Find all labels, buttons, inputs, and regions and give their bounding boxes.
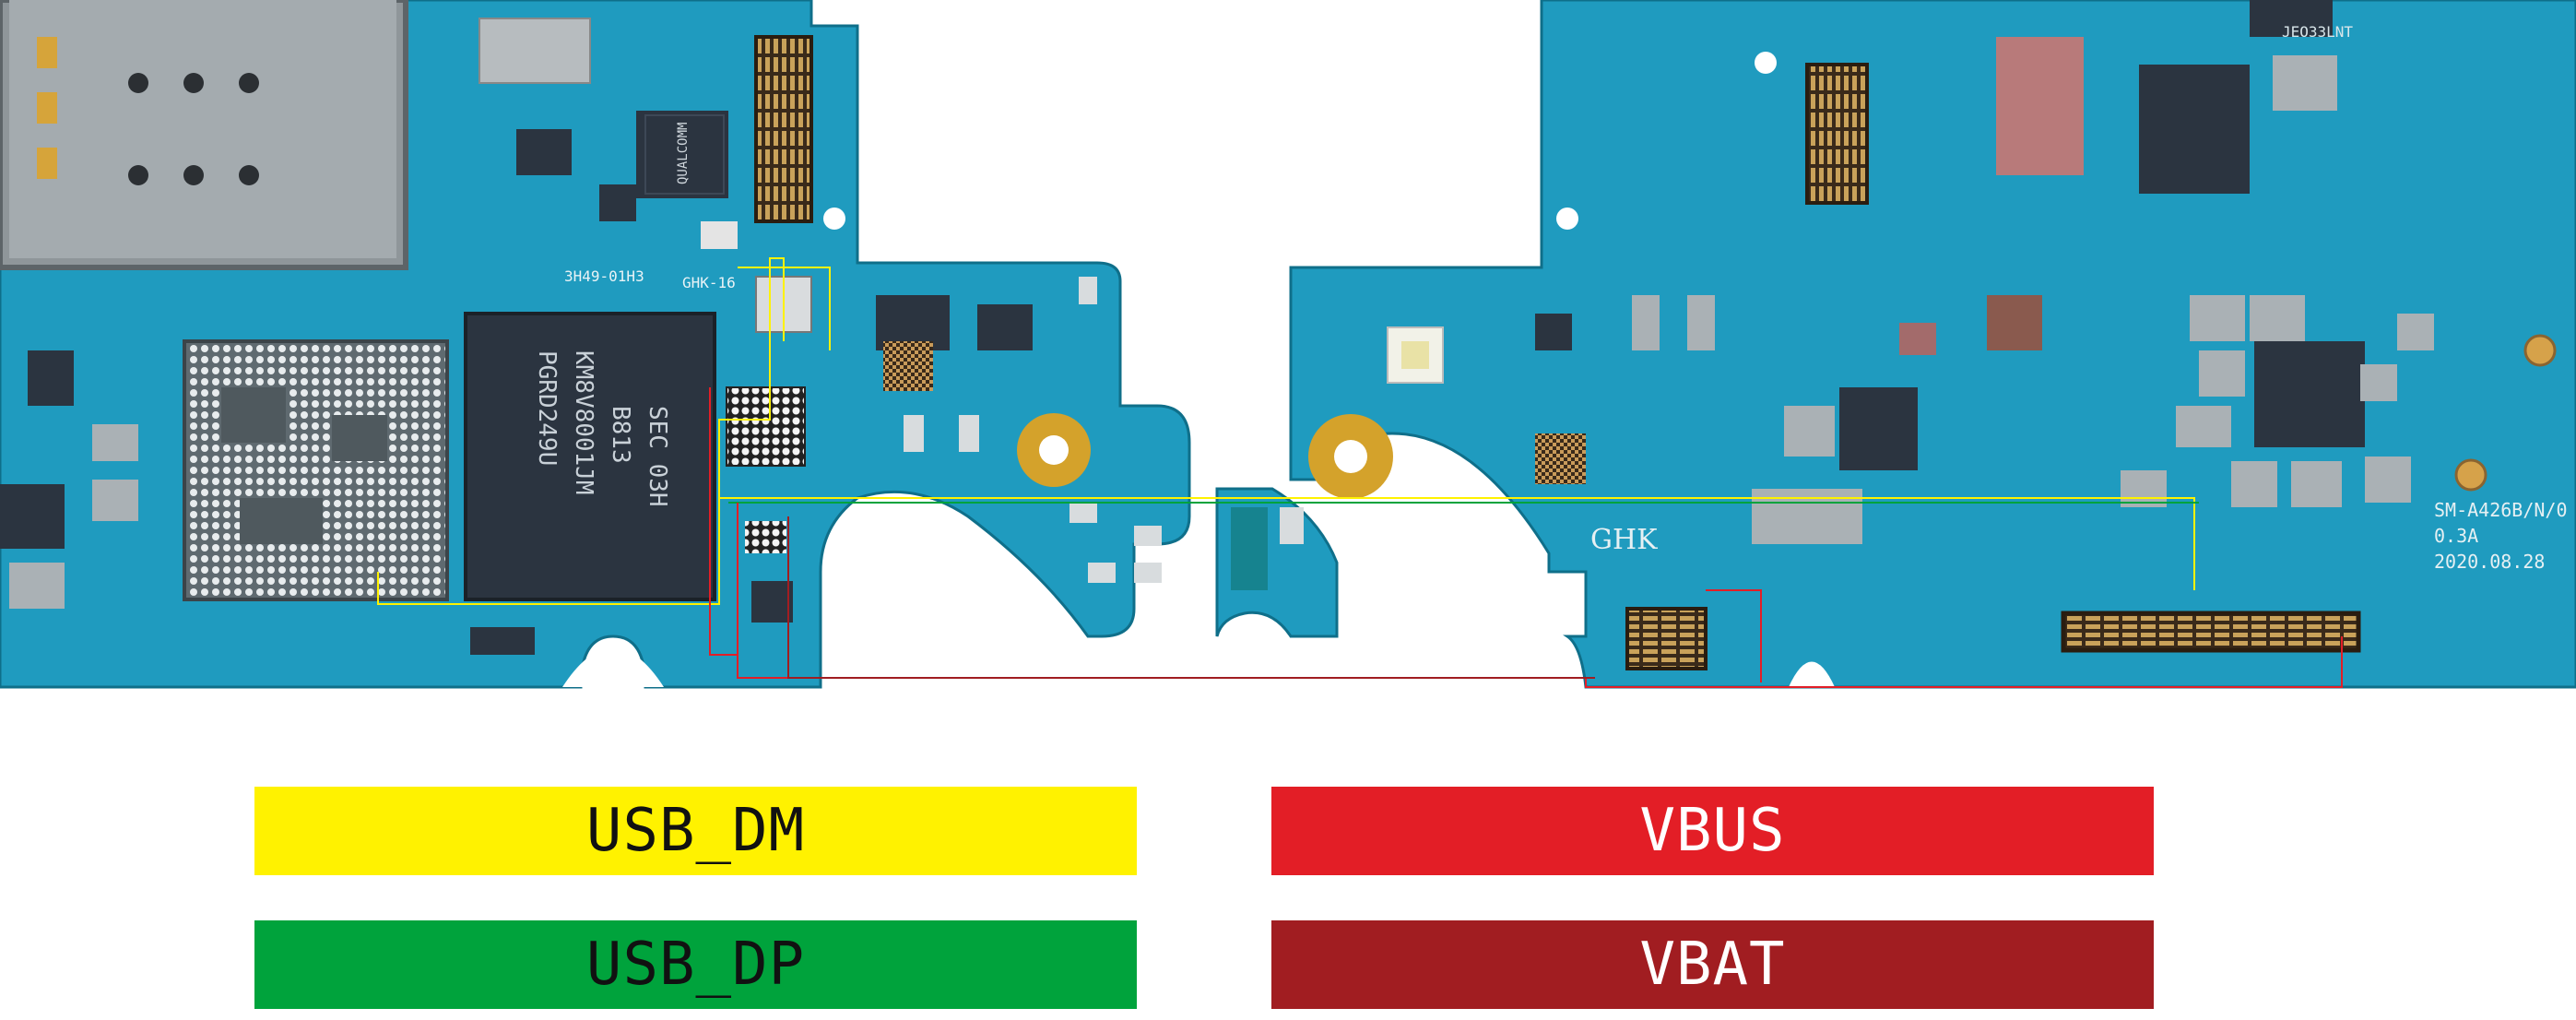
board-label-small-2: GHK-16 (682, 274, 736, 291)
legend-vbat-label: VBAT (1639, 931, 1786, 999)
board-label-model: SM-A426B/N/0 (2434, 499, 2568, 521)
trace-usb-dm (377, 257, 2195, 605)
chip-text-3: KM8V8001JM (570, 350, 597, 495)
board-label-small-3: JEO33LNT (2282, 23, 2353, 41)
board-label-ghk: GHK (1590, 524, 1658, 556)
chip-text-1: SEC 03H (644, 406, 671, 507)
legend-usb-dp-label: USB_DP (585, 931, 806, 999)
chip-text-4: PGRD249U (533, 350, 561, 466)
middle-board (1215, 487, 1339, 638)
board-label-date: 2020.08.28 (2434, 551, 2545, 573)
left-board: QUALCOMM 3H49-01H3 GHK-16 SEC 03H B813 K… (0, 0, 1191, 689)
chip-text-2: B813 (607, 406, 634, 464)
board-label-rev: 0.3A (2434, 525, 2478, 547)
board-label-small-1: 3H49-01H3 (564, 267, 644, 285)
qualcomm-text: QUALCOMM (676, 123, 691, 184)
legend-usb-dm-label: USB_DM (585, 797, 806, 865)
trace-vbus (709, 387, 2343, 688)
legend-vbat: VBAT (1271, 920, 2154, 1009)
trace-vbat (787, 516, 1595, 679)
legend-vbus: VBUS (1271, 787, 2154, 875)
legend-usb-dm: USB_DM (254, 787, 1137, 875)
right-board: JEO33LNT GHK SM-A426B/N/0 0.3A 2020.08.2 (1289, 0, 2576, 689)
legend-vbus-label: VBUS (1639, 797, 1786, 865)
legend-usb-dp: USB_DP (254, 920, 1137, 1009)
